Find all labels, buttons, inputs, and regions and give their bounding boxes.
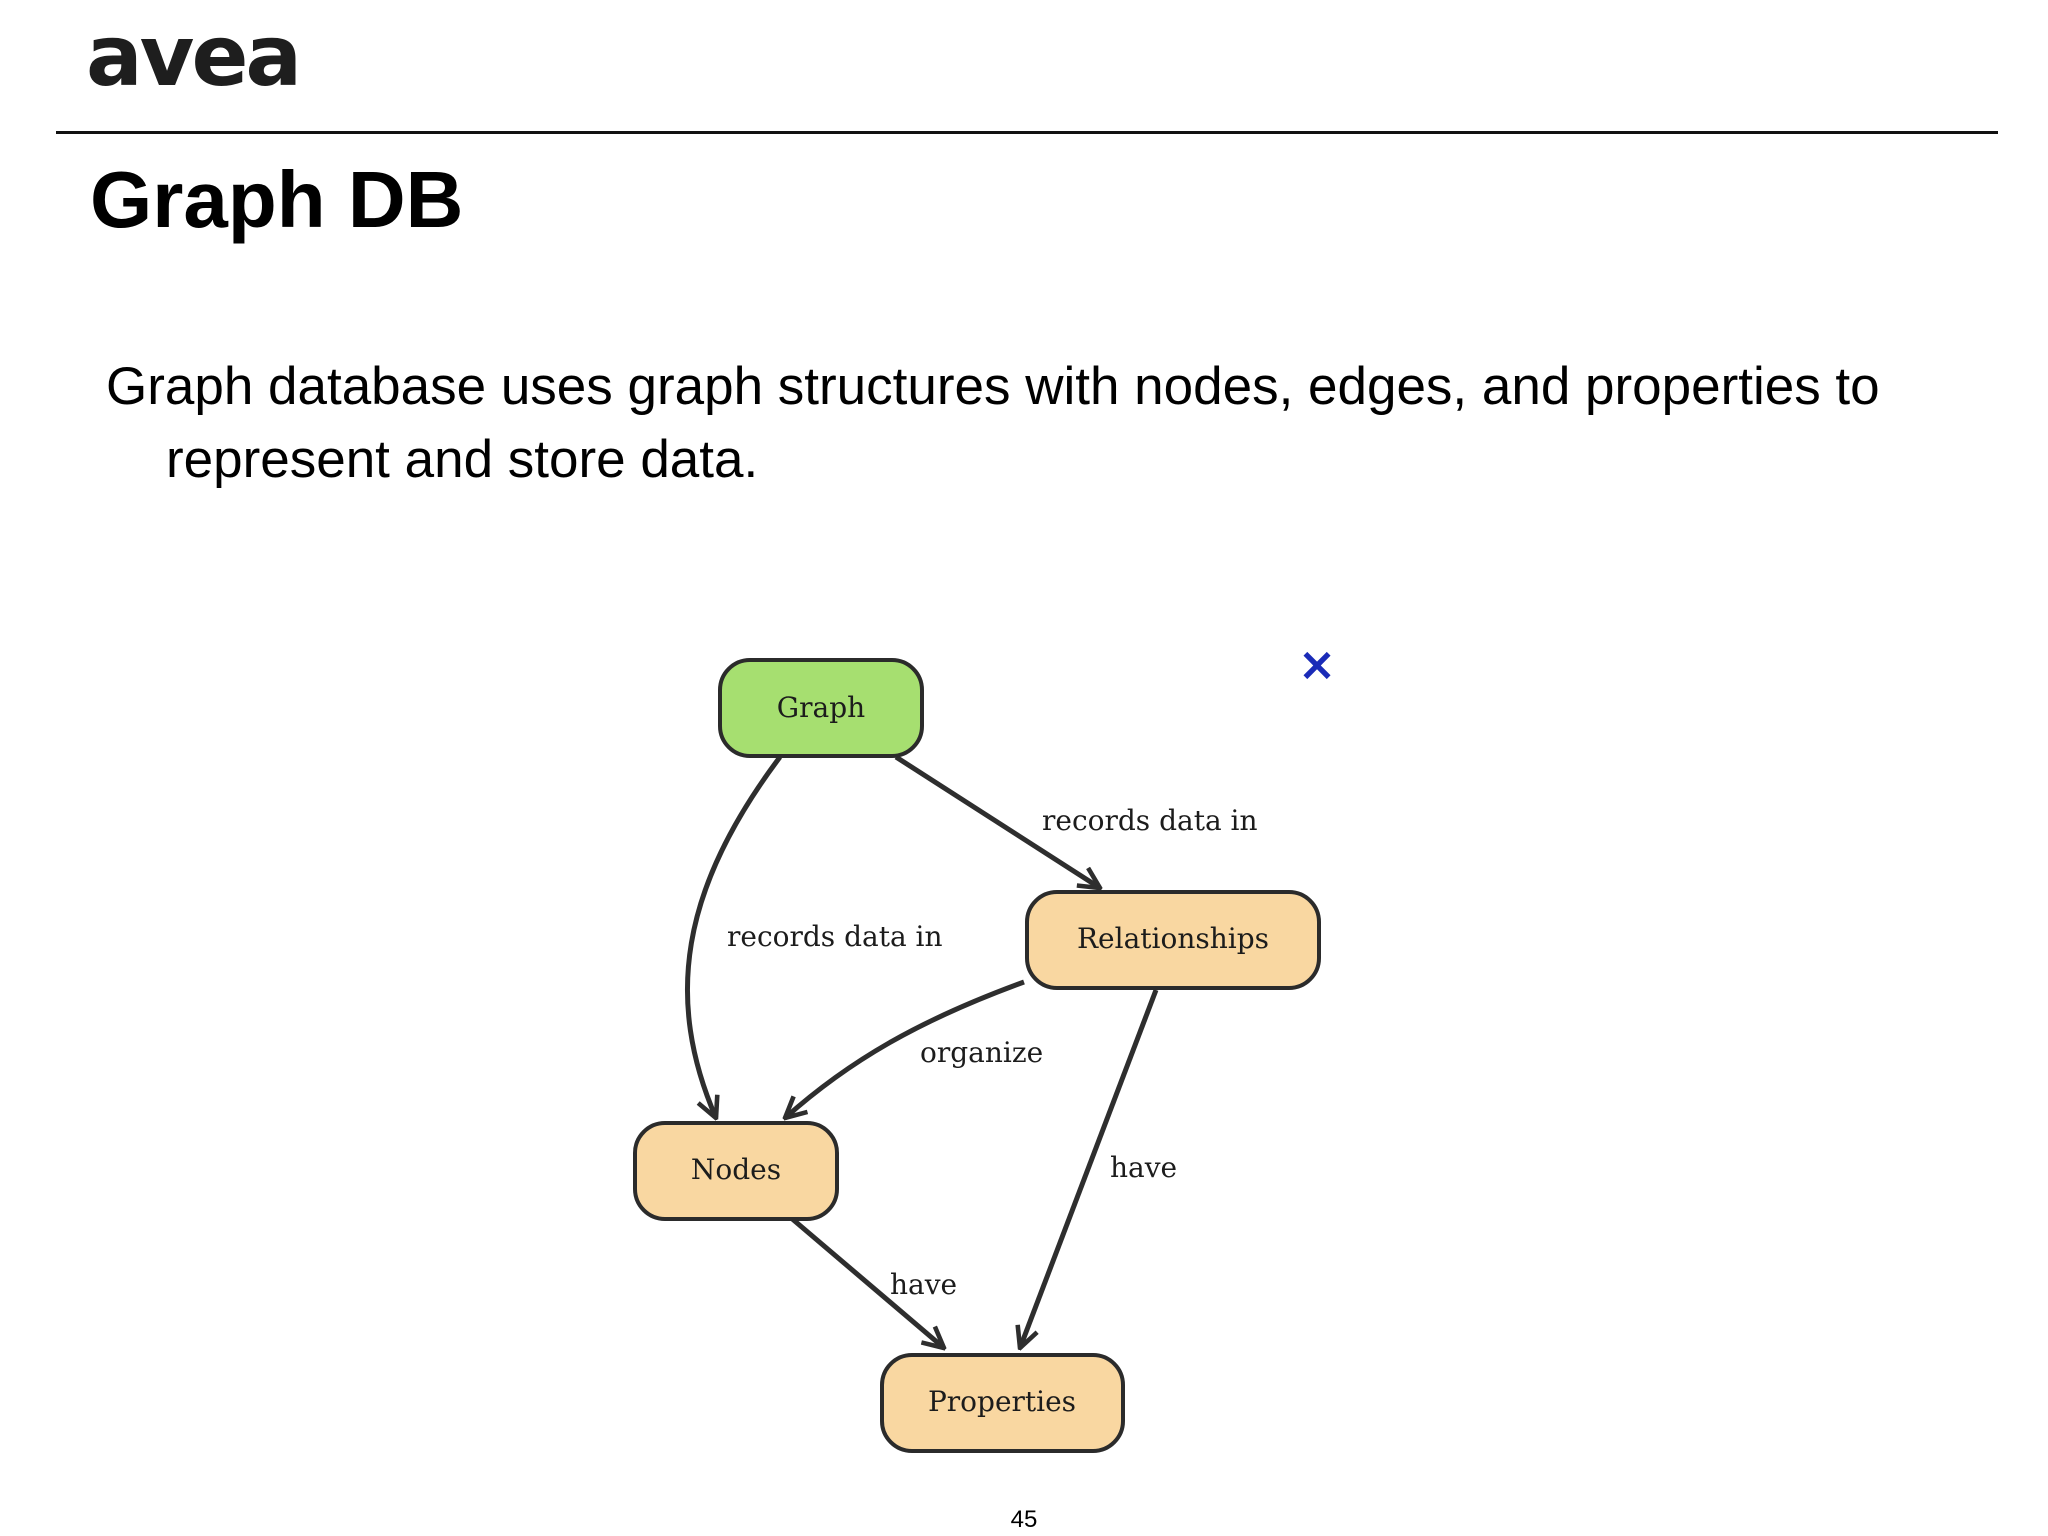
node-nodes: Nodes: [633, 1121, 839, 1221]
node-nodes-label: Nodes: [691, 1153, 781, 1186]
edge-label-nodes-to-properties: have: [890, 1268, 957, 1301]
header-divider: [56, 131, 1998, 134]
node-relationships-label: Relationships: [1077, 922, 1269, 955]
edge-relationships-to-nodes: [785, 979, 1025, 1118]
edge-nodes-to-properties: [788, 1215, 944, 1348]
node-properties-label: Properties: [928, 1385, 1076, 1418]
edge-label-graph-to-nodes: records data in: [727, 920, 943, 953]
slide-body-text: Graph database uses graph structures wit…: [106, 357, 1880, 489]
avea-logo: avea: [86, 7, 302, 105]
edge-graph-to-nodes: [684, 755, 782, 1118]
edge-label-relationships-to-nodes: organize: [920, 1036, 1043, 1069]
edge-label-graph-to-relationships: records data in: [1042, 804, 1258, 837]
node-properties: Properties: [880, 1353, 1125, 1453]
node-graph: Graph: [718, 658, 924, 758]
slide-title: Graph DB: [90, 155, 464, 244]
node-relationships: Relationships: [1025, 890, 1321, 990]
close-icon[interactable]: ×: [1298, 637, 1337, 691]
edge-label-relationships-to-properties: have: [1110, 1151, 1177, 1184]
edge-graph-to-relationships: [894, 754, 1100, 888]
edge-relationships-to-properties: [1020, 989, 1159, 1348]
page-number: 45: [1010, 1506, 1038, 1533]
node-graph-label: Graph: [777, 691, 865, 724]
